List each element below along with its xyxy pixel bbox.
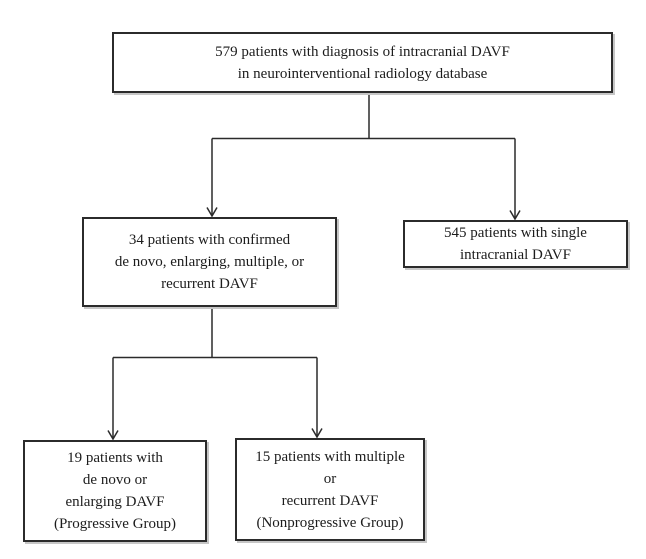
- node-confirmed-davf: 34 patients with confirmed de novo, enla…: [82, 217, 337, 307]
- node-single-davf: 545 patients with single intracranial DA…: [403, 220, 628, 268]
- node-text-line: de novo, enlarging, multiple, or: [114, 254, 305, 270]
- node-progressive-group: 19 patients with de novo or enlarging DA…: [23, 440, 207, 542]
- node-text-line: 579 patients with diagnosis of intracran…: [215, 43, 510, 60]
- node-nonprogressive-group: 15 patients with multiple or recurrent D…: [235, 438, 425, 541]
- node-text-line: de novo or: [82, 472, 148, 488]
- node-text-line: 34 patients with confirmed: [128, 232, 291, 248]
- node-text-line: recurrent DAVF: [161, 276, 258, 292]
- node-text-line: in neurointerventional radiology databas…: [237, 65, 488, 82]
- node-text-line: 15 patients with multiple: [255, 448, 405, 465]
- node-total-patients: 579 patients with diagnosis of intracran…: [112, 32, 613, 93]
- node-text-line: (Progressive Group): [53, 516, 177, 532]
- arrowhead-to-confirmed-icon: [206, 207, 218, 218]
- node-text-line: 545 patients with single: [444, 225, 587, 241]
- arrowhead-to-single-icon: [509, 210, 521, 221]
- node-text-line: or: [323, 470, 337, 487]
- arrowhead-to-nonprogressive-icon: [311, 428, 323, 439]
- node-text-line: enlarging DAVF: [65, 494, 165, 510]
- node-text-line: (Nonprogressive Group): [256, 514, 404, 531]
- node-text-line: intracranial DAVF: [460, 247, 571, 263]
- arrowhead-to-progressive-icon: [107, 430, 119, 441]
- node-text-line: recurrent DAVF: [281, 492, 379, 509]
- node-text-line: 19 patients with: [67, 450, 163, 466]
